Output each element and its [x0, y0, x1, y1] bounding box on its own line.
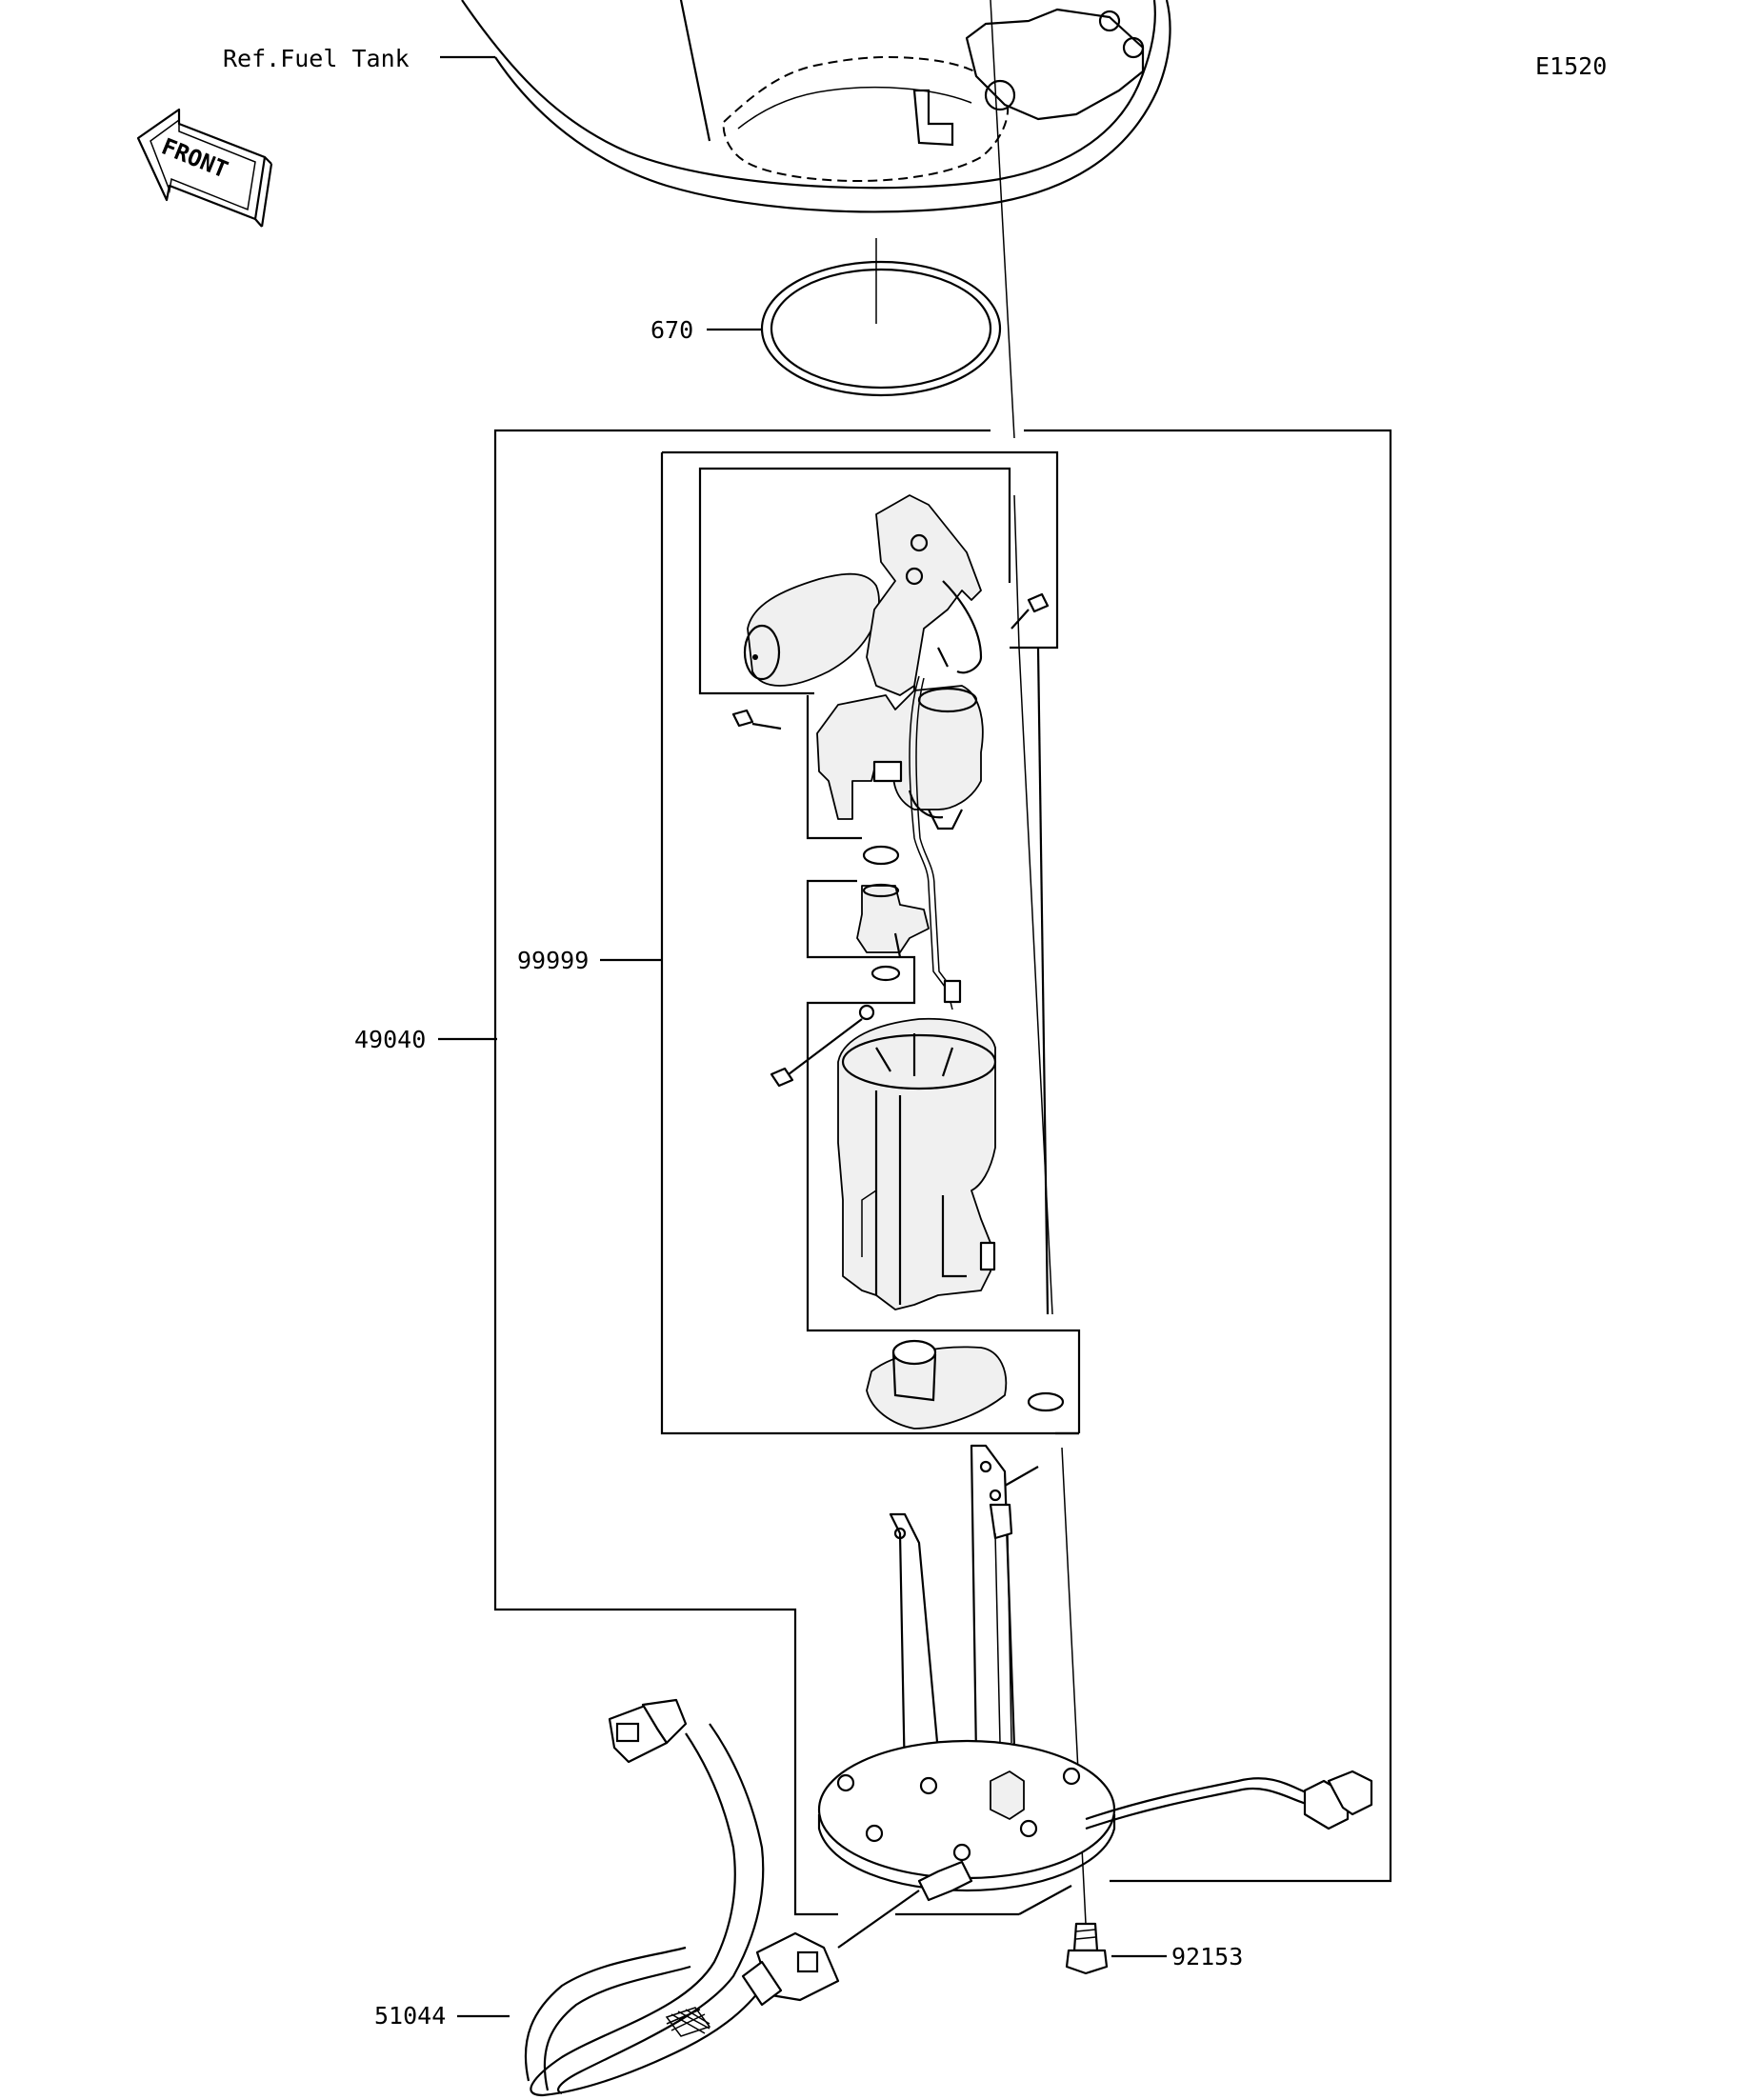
- part-label-49040[interactable]: 49040: [354, 1026, 426, 1053]
- pressure-regulator[interactable]: [856, 883, 930, 958]
- fuel-pump-motor[interactable]: [816, 685, 984, 830]
- o-ring-lower[interactable]: [1027, 1391, 1065, 1412]
- part-label-51044[interactable]: 51044: [374, 2002, 446, 2030]
- leader-lines: [438, 55, 1167, 2018]
- part-label-92153[interactable]: 92153: [1171, 1943, 1243, 1970]
- o-ring-upper[interactable]: [862, 845, 900, 866]
- diagram-code: E1520: [1535, 52, 1607, 80]
- ref-fuel-tank-label: Ref.Fuel Tank: [223, 45, 410, 72]
- gasket-670[interactable]: [760, 238, 1002, 397]
- front-direction-arrow: FRONT: [136, 108, 273, 228]
- part-number-92153[interactable]: 92153: [1171, 1943, 1243, 1970]
- bracket-49040: [493, 429, 991, 1916]
- pump-wiring: [909, 675, 953, 1010]
- bolt-left-2[interactable]: [770, 1004, 875, 1088]
- pressure-regulator-housing[interactable]: [866, 494, 983, 710]
- pump-flange-plate[interactable]: [817, 1739, 1116, 1892]
- part-label-670[interactable]: 670: [650, 316, 693, 344]
- bolt-92153[interactable]: [1065, 1922, 1109, 1975]
- fuel-hose-51044[interactable]: [524, 1698, 840, 2097]
- part-number-99999[interactable]: 99999: [517, 947, 589, 974]
- fuel-pump-reservoir[interactable]: [837, 1017, 997, 1310]
- o-ring-middle[interactable]: [870, 965, 901, 982]
- fuel-filter-cartridge[interactable]: [743, 572, 880, 687]
- part-number-49040[interactable]: 49040: [354, 1026, 426, 1053]
- fuel-outlet-nipple[interactable]: [837, 1860, 973, 1949]
- pump-base-strainer[interactable]: [866, 1339, 1008, 1430]
- part-label-99999[interactable]: 99999: [517, 947, 589, 974]
- wire-harness[interactable]: [1085, 1770, 1373, 1830]
- bolt-left-1[interactable]: [731, 709, 782, 730]
- bolt-upper-right[interactable]: [1011, 592, 1050, 630]
- part-number-670[interactable]: 670: [650, 316, 693, 344]
- fuel-tank-outline: [461, 0, 1171, 213]
- part-number-51044[interactable]: 51044: [374, 2002, 446, 2030]
- bracket-99999: [662, 450, 1059, 650]
- center-guide-line: [990, 0, 1015, 439]
